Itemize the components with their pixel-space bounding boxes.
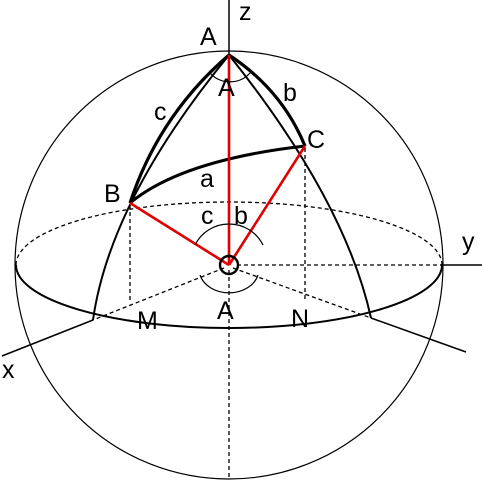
side-a-arc (129, 144, 306, 205)
side-c-arc (128, 53, 231, 204)
meridian-left (92, 54, 230, 321)
label-vertex-b: B (104, 180, 121, 208)
label-side-a: a (200, 165, 214, 193)
angle-arc-top (209, 72, 251, 83)
radius-to-c (227, 145, 307, 266)
label-vertex-a: A (200, 23, 217, 51)
label-vertex-c: C (307, 126, 325, 154)
radius-to-b (129, 201, 230, 267)
label-center-angle-b: b (234, 202, 248, 230)
meridian-right (228, 54, 372, 319)
label-side-c: c (154, 98, 167, 126)
label-point-n: N (291, 305, 309, 333)
label-axis-x: x (2, 356, 15, 384)
ray-outer (370, 317, 467, 353)
angle-arc-center-upper (194, 223, 264, 246)
label-point-m: M (137, 307, 158, 335)
label-side-b: b (283, 79, 297, 107)
label-axis-z: z (239, 0, 252, 26)
ray-to-n-dashed (232, 267, 372, 319)
side-b-arc (228, 53, 307, 147)
label-center-angle-c: c (201, 202, 214, 230)
x-axis-dashed (92, 267, 225, 321)
label-angle-a-top: A (218, 74, 235, 102)
x-axis-outer (1, 319, 94, 357)
label-angle-a-bottom: A (217, 297, 234, 325)
angle-arc-center-lower (199, 274, 259, 294)
label-axis-y: y (462, 228, 475, 256)
center-point (218, 254, 240, 276)
